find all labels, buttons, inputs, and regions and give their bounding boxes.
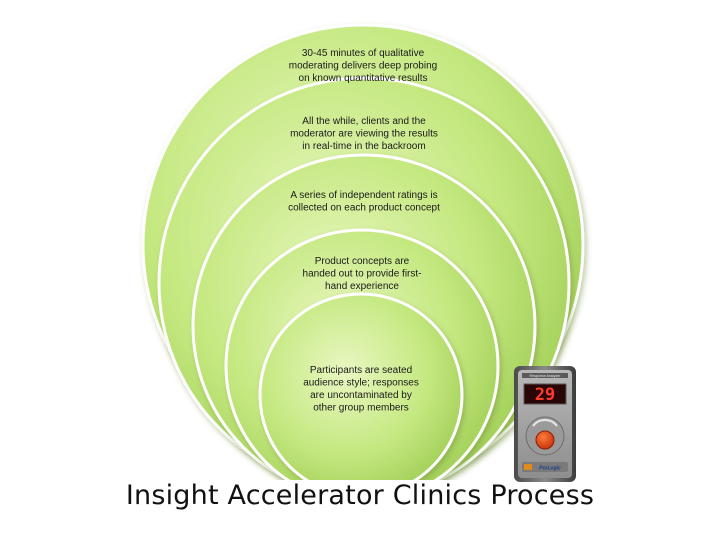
- device-brand-text: ProLogic: [539, 466, 561, 472]
- concentric-circles-diagram: 30-45 minutes of qualitative moderating d…: [141, 23, 585, 480]
- ring-2-label-line: in real-time in the backroom: [302, 141, 425, 152]
- display-value: 29: [535, 385, 555, 405]
- ring-2-label: All the while, clients and the moderator …: [290, 116, 438, 152]
- ring-3-label-line: A series of independent ratings is: [290, 190, 437, 201]
- ring-1-label-line: 30-45 minutes of qualitative: [302, 48, 425, 59]
- ring-5-label: Participants are seated audience style; r…: [303, 365, 419, 414]
- ring-1-label-line: on known quantitative results: [299, 73, 428, 84]
- ring-4-label-line: Product concepts are: [315, 256, 410, 267]
- audience-response-dial-icon: Response Analyzer 29 ProLogic: [512, 364, 578, 484]
- slide-title: Insight Accelerator Clinics Process: [125, 480, 595, 511]
- ring-5-label-line: audience style; responses: [303, 378, 419, 389]
- ring-3-label-line: collected on each product concept: [288, 203, 440, 214]
- ring-2-label-line: moderator are viewing the results: [290, 129, 438, 140]
- ring-4-label-line: hand experience: [325, 281, 399, 292]
- ring-3-label: A series of independent ratings is collec…: [288, 190, 440, 214]
- ring-5-label-line: Participants are seated: [310, 365, 412, 376]
- ring-5-label-line: are uncontaminated by: [310, 390, 412, 401]
- device-header-text: Response Analyzer: [530, 374, 562, 378]
- ring-1-label: 30-45 minutes of qualitative moderating d…: [289, 48, 437, 84]
- ring-2-label-line: All the while, clients and the: [302, 116, 426, 127]
- ring-5-label-line: other group members: [313, 403, 409, 414]
- ring-4-label-line: handed out to provide first-: [303, 269, 422, 280]
- ring-4-label: Product concepts are handed out to provid…: [303, 256, 422, 292]
- ring-5: [258, 292, 464, 480]
- dial-knob: [535, 430, 555, 450]
- ring-1-label-line: moderating delivers deep probing: [289, 61, 437, 72]
